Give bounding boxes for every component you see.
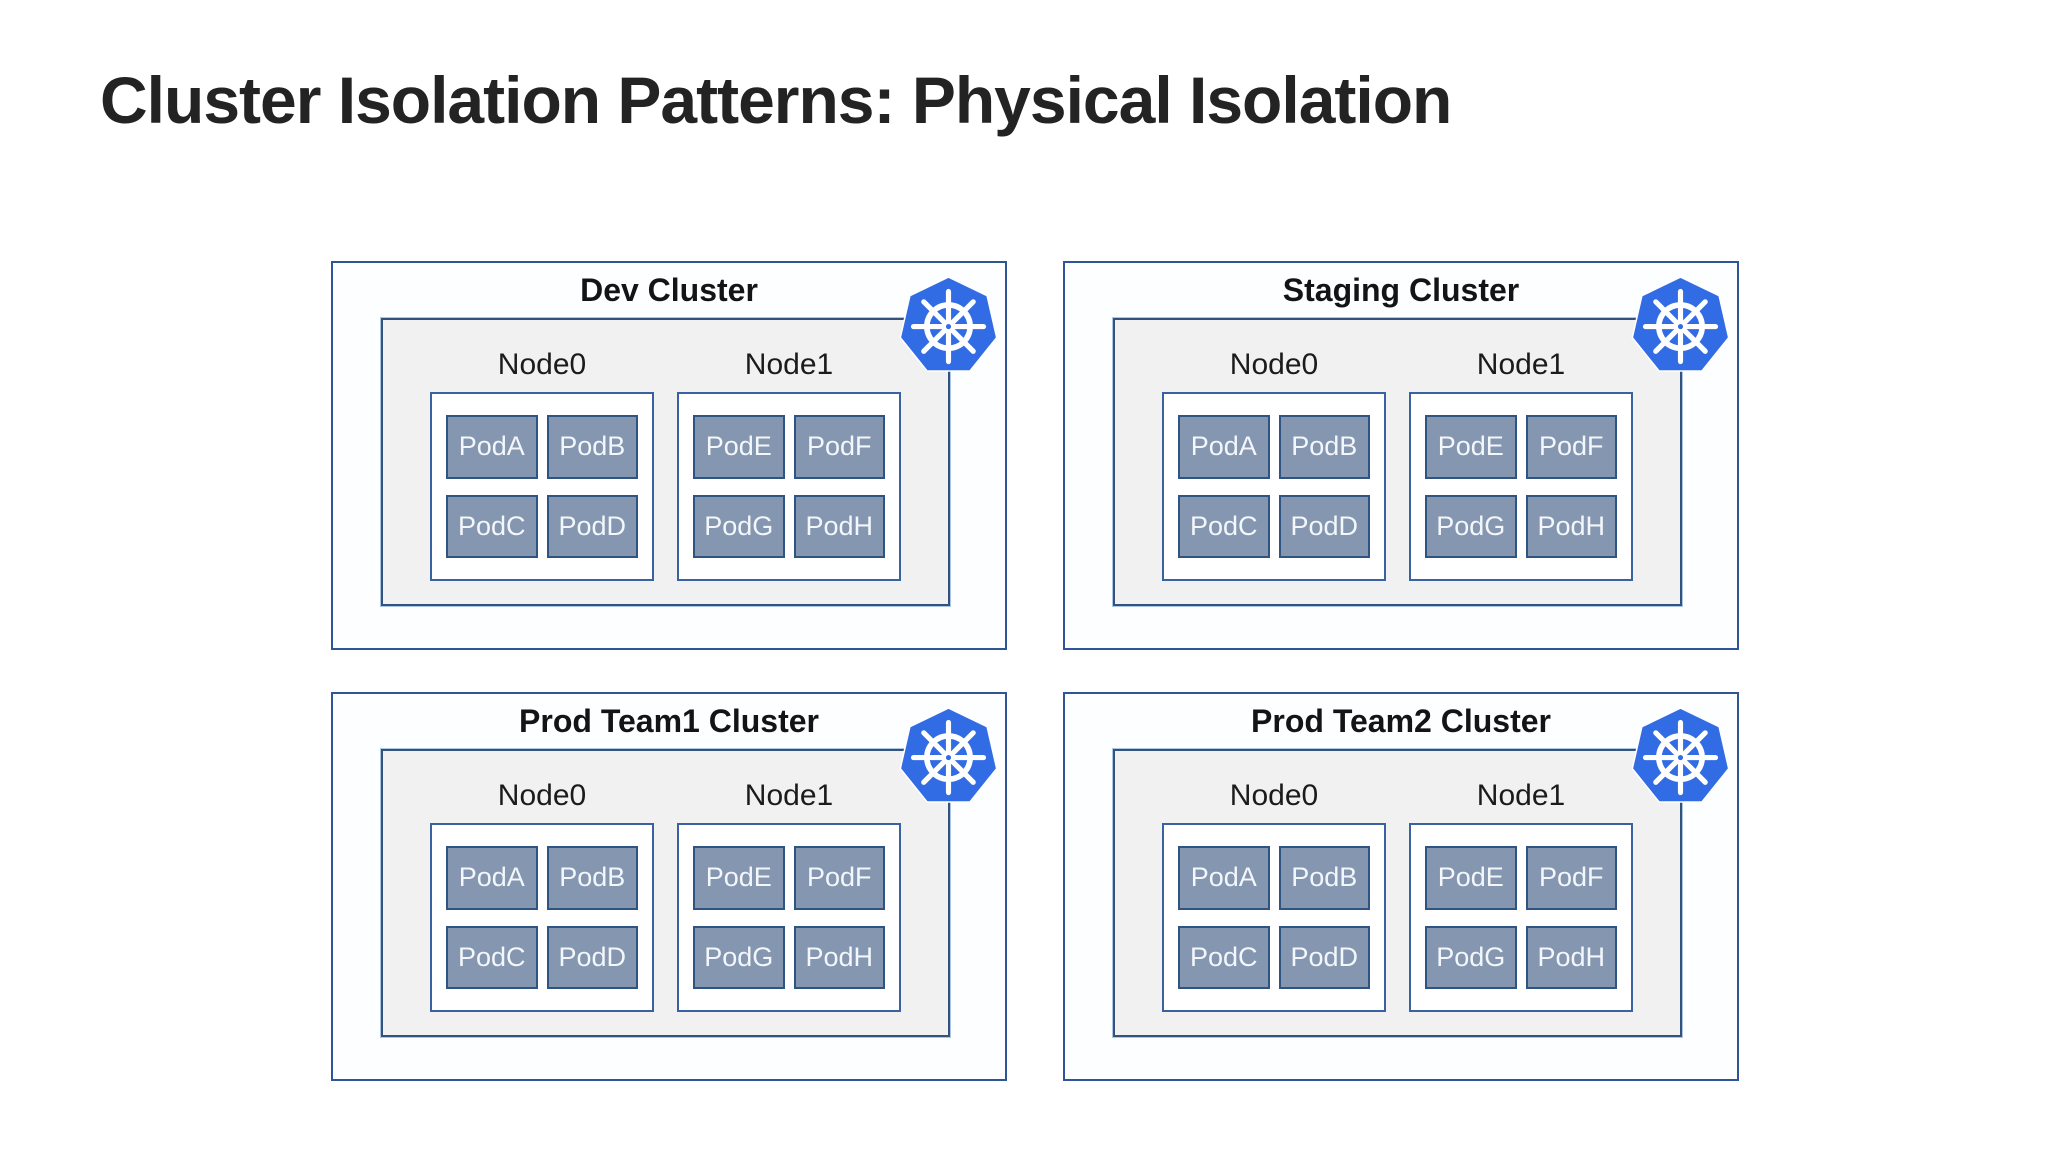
node-column: Node1 PodE PodF PodG PodH [677, 348, 901, 581]
pod: PodH [1525, 925, 1617, 989]
pod: PodE [1425, 415, 1517, 479]
pod: PodC [446, 494, 538, 558]
node-column: Node1 PodE PodF PodG PodH [1409, 779, 1633, 1012]
pod: PodH [793, 494, 885, 558]
pod: PodA [1178, 846, 1270, 910]
pod: PodB [1278, 846, 1370, 910]
node-column: Node1 PodE PodF PodG PodH [1409, 348, 1633, 581]
node-column: Node0 PodA PodB PodC PodD [430, 779, 654, 1012]
node-label: Node1 [1476, 348, 1566, 381]
node-column: Node0 PodA PodB PodC PodD [430, 348, 654, 581]
pod: PodA [446, 846, 538, 910]
node-box: PodA PodB PodC PodD [1162, 392, 1386, 581]
pod: PodE [693, 415, 785, 479]
node-label: Node1 [1476, 779, 1566, 812]
node-column: Node0 PodA PodB PodC PodD [1162, 348, 1386, 581]
pod: PodB [546, 846, 638, 910]
cluster-inner-panel: Node0 PodA PodB PodC PodD Node1 PodE Pod… [381, 318, 950, 606]
node-box: PodA PodB PodC PodD [430, 823, 654, 1012]
node-box: PodA PodB PodC PodD [1162, 823, 1386, 1012]
kubernetes-icon [899, 276, 998, 372]
cluster-inner-panel: Node0 PodA PodB PodC PodD Node1 PodE Pod… [1113, 318, 1682, 606]
node-label: Node0 [1229, 348, 1319, 381]
node-box: PodE PodF PodG PodH [1409, 823, 1633, 1012]
node-label: Node1 [744, 348, 834, 381]
pod: PodF [793, 415, 885, 479]
node-box: PodA PodB PodC PodD [430, 392, 654, 581]
pod: PodF [793, 846, 885, 910]
cluster-title: Prod Team1 Cluster [519, 703, 819, 739]
kubernetes-icon [1631, 276, 1730, 372]
cluster-box: Prod Team1 Cluster Node0 PodA [331, 692, 1007, 1081]
pod: PodD [546, 925, 638, 989]
pod: PodC [1178, 494, 1270, 558]
pod: PodB [546, 415, 638, 479]
cluster-inner-panel: Node0 PodA PodB PodC PodD Node1 PodE Pod… [381, 749, 950, 1037]
pod: PodG [1425, 925, 1517, 989]
pod: PodH [1525, 494, 1617, 558]
node-column: Node0 PodA PodB PodC PodD [1162, 779, 1386, 1012]
pod: PodC [446, 925, 538, 989]
pod: PodF [1525, 846, 1617, 910]
pod: PodB [1278, 415, 1370, 479]
pod: PodD [1278, 494, 1370, 558]
node-box: PodE PodF PodG PodH [1409, 392, 1633, 581]
node-label: Node1 [744, 779, 834, 812]
pod: PodF [1525, 415, 1617, 479]
node-column: Node1 PodE PodF PodG PodH [677, 779, 901, 1012]
pod: PodA [446, 415, 538, 479]
cluster-title: Dev Cluster [580, 272, 758, 308]
cluster-title: Prod Team2 Cluster [1251, 703, 1551, 739]
pod: PodD [1278, 925, 1370, 989]
kubernetes-icon [899, 707, 998, 803]
pod: PodE [693, 846, 785, 910]
pod: PodC [1178, 925, 1270, 989]
page-title: Cluster Isolation Patterns: Physical Iso… [100, 63, 1452, 137]
node-label: Node0 [1229, 779, 1319, 812]
pod: PodH [793, 925, 885, 989]
pod: PodG [693, 925, 785, 989]
node-box: PodE PodF PodG PodH [677, 823, 901, 1012]
pod: PodE [1425, 846, 1517, 910]
pod: PodG [1425, 494, 1517, 558]
cluster-box: Dev Cluster Node0 PodA Po [331, 261, 1007, 650]
kubernetes-icon [1631, 707, 1730, 803]
node-label: Node0 [497, 779, 587, 812]
cluster-inner-panel: Node0 PodA PodB PodC PodD Node1 PodE Pod… [1113, 749, 1682, 1037]
cluster-box: Prod Team2 Cluster Node0 PodA [1063, 692, 1739, 1081]
node-box: PodE PodF PodG PodH [677, 392, 901, 581]
pod: PodD [546, 494, 638, 558]
pod: PodG [693, 494, 785, 558]
node-label: Node0 [497, 348, 587, 381]
cluster-box: Staging Cluster Node0 PodA [1063, 261, 1739, 650]
cluster-title: Staging Cluster [1282, 272, 1520, 308]
pod: PodA [1178, 415, 1270, 479]
